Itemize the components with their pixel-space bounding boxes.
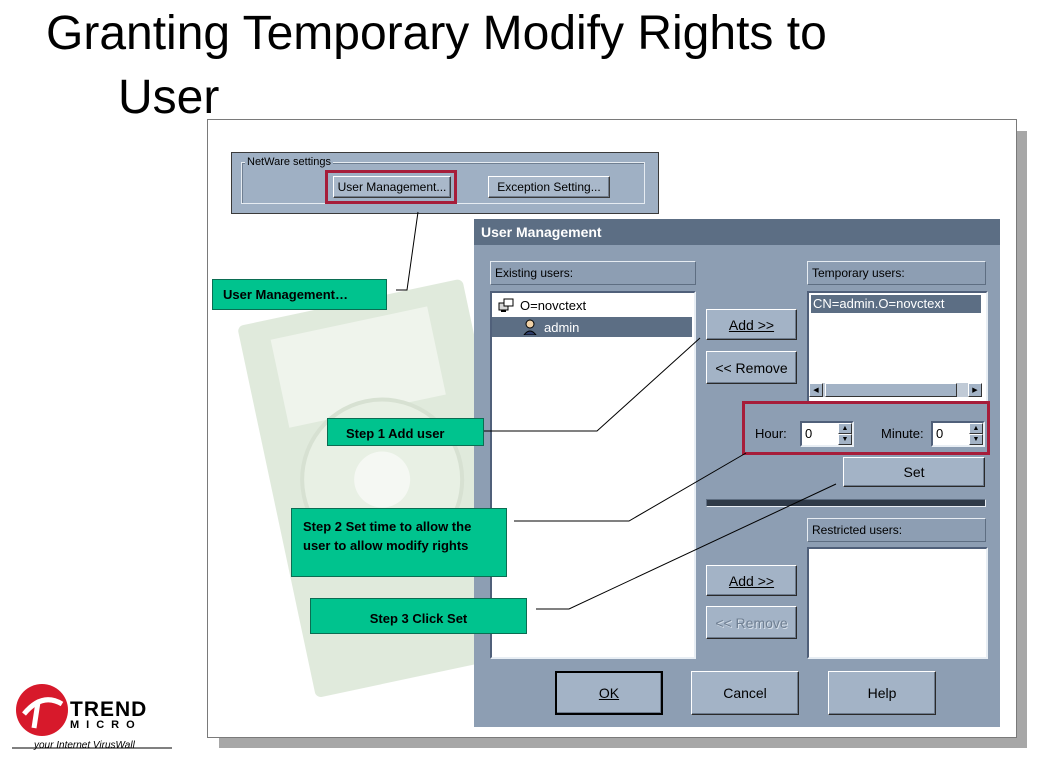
temporary-user-label: CN=admin.O=novctext <box>813 296 945 311</box>
tree-item-admin[interactable]: admin <box>522 317 579 337</box>
callout-step-2-text: Step 2 Set time to allow the user to all… <box>303 519 472 553</box>
exception-setting-button[interactable]: Exception Setting... <box>488 176 610 198</box>
help-button[interactable]: Help <box>828 671 936 715</box>
separator <box>706 499 986 507</box>
organization-label: O=novctext <box>520 297 587 313</box>
admin-label: admin <box>544 319 580 335</box>
user-icon <box>523 319 537 335</box>
logo-brand-top: TREND <box>70 698 148 721</box>
hour-spinner[interactable]: 0 ▲▼ <box>800 421 854 447</box>
restricted-users-header: Restricted users: <box>807 518 986 542</box>
callout-user-management-text: User Management… <box>223 287 348 302</box>
callout-step-3: Step 3 Click Set <box>310 598 527 634</box>
restricted-remove-button[interactable]: << Remove <box>706 606 797 639</box>
temporary-users-list[interactable]: CN=admin.O=novctext ◀ ▶ <box>807 291 988 403</box>
callout-step-2: Step 2 Set time to allow the user to all… <box>291 508 507 577</box>
user-management-button[interactable]: User Management... <box>333 176 451 198</box>
hour-spin-buttons[interactable]: ▲▼ <box>838 423 852 445</box>
selected-row-highlight <box>492 317 692 337</box>
help-button-label: Help <box>867 685 897 701</box>
minute-spinner[interactable]: 0 ▲▼ <box>931 421 985 447</box>
minute-value: 0 <box>936 426 944 441</box>
netware-settings-label: NetWare settings <box>245 156 333 168</box>
minute-spin-buttons[interactable]: ▲▼ <box>969 423 983 445</box>
temporary-users-header: Temporary users: <box>807 261 986 285</box>
remove-button-label: << Remove <box>715 359 788 376</box>
hour-value: 0 <box>805 426 813 441</box>
remove-button[interactable]: << Remove <box>706 351 797 384</box>
cancel-button[interactable]: Cancel <box>691 671 799 715</box>
add-button-label: Add >> <box>728 316 775 333</box>
existing-users-header: Existing users: <box>490 261 696 285</box>
restricted-add-label: Add >> <box>728 572 775 589</box>
add-button[interactable]: Add >> <box>706 309 797 340</box>
spin-up-icon[interactable]: ▲ <box>838 423 852 434</box>
ok-button-label: OK <box>598 685 620 701</box>
callout-step-1-text: Step 1 Add user <box>346 426 445 441</box>
dialog-title-bar: User Management <box>474 219 1000 245</box>
hour-label: Hour: <box>755 426 787 441</box>
restricted-add-button[interactable]: Add >> <box>706 565 797 596</box>
set-button[interactable]: Set <box>843 457 985 487</box>
spin-down-icon[interactable]: ▼ <box>969 434 983 445</box>
temporary-user-row[interactable] <box>811 295 981 313</box>
set-button-label: Set <box>903 464 925 480</box>
time-highlight <box>742 401 990 455</box>
scrollbar-thumb[interactable] <box>825 383 957 397</box>
restricted-users-list[interactable] <box>807 547 988 659</box>
logo-brand-bottom: MICRO <box>70 719 142 731</box>
callout-user-management: User Management… <box>212 279 387 310</box>
callout-step-3-text: Step 3 Click Set <box>369 611 468 626</box>
callout-step-1: Step 1 Add user <box>327 418 484 446</box>
dialog-title: User Management <box>481 224 602 240</box>
trend-micro-logo-icon <box>12 684 172 749</box>
ok-button[interactable]: OK <box>555 671 663 715</box>
minute-label: Minute: <box>881 426 924 441</box>
slide-title-line-2: User <box>118 71 220 124</box>
slide-title-line-1: Granting Temporary Modify Rights to <box>46 7 827 60</box>
restricted-users-label: Restricted users: <box>812 523 903 537</box>
scroll-right-arrow-icon[interactable]: ▶ <box>968 383 982 397</box>
existing-users-label: Existing users: <box>495 266 574 280</box>
spin-up-icon[interactable]: ▲ <box>969 423 983 434</box>
user-management-highlight <box>325 170 457 204</box>
tree-item-organization[interactable]: O=novctext <box>498 295 586 315</box>
restricted-remove-label: << Remove <box>715 614 788 631</box>
scroll-left-arrow-icon[interactable]: ◀ <box>809 383 823 397</box>
organization-icon <box>498 298 514 312</box>
temporary-users-label: Temporary users: <box>812 266 905 280</box>
horizontal-scrollbar[interactable]: ◀ ▶ <box>809 383 982 397</box>
logo-tagline: your Internet VirusWall <box>34 740 135 751</box>
cancel-button-label: Cancel <box>723 685 767 701</box>
spin-down-icon[interactable]: ▼ <box>838 434 852 445</box>
